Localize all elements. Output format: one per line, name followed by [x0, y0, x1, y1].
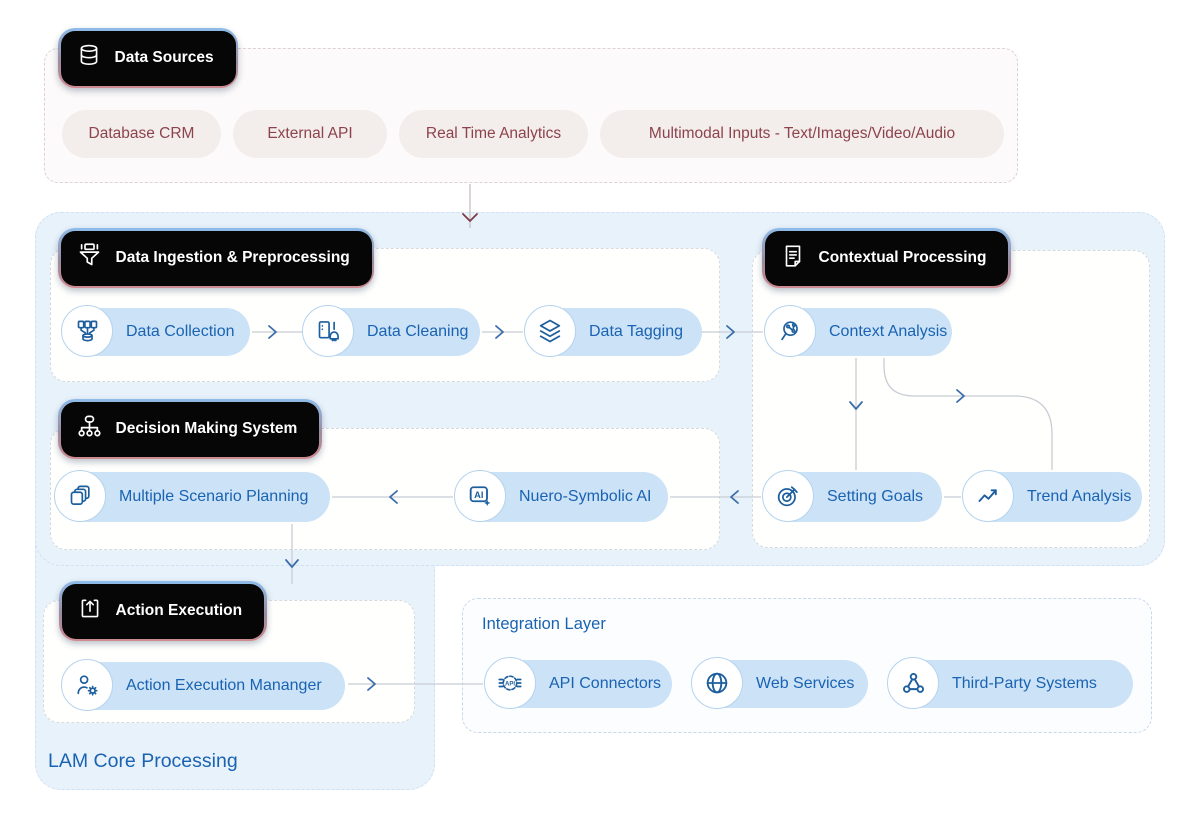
target-icon — [762, 470, 814, 522]
node-trend-analysis: Trend Analysis — [962, 470, 1142, 522]
source-database-crm: Database CRM — [62, 110, 221, 158]
node-third-party-systems: Third-Party Systems — [887, 657, 1133, 709]
ingestion-badge: Data Ingestion & Preprocessing — [58, 228, 375, 288]
node-label: Setting Goals — [827, 488, 924, 505]
database-icon — [76, 43, 102, 74]
node-label: Nuero-Symbolic AI — [519, 488, 652, 505]
svg-text:API: API — [505, 681, 515, 687]
node-label: API Connectors — [549, 675, 662, 692]
node-label: Data Collection — [126, 323, 235, 340]
layers-icon — [524, 305, 576, 357]
source-label: External API — [267, 125, 353, 142]
node-context-analysis: Context Analysis — [764, 305, 952, 357]
data-sources-badge: Data Sources — [58, 28, 239, 88]
node-label: Third-Party Systems — [952, 675, 1097, 692]
node-neuro-symbolic-ai: AI Nuero-Symbolic AI — [454, 470, 668, 522]
node-data-cleaning: Data Cleaning — [302, 305, 480, 357]
upload-icon — [77, 596, 103, 627]
trend-up-icon — [962, 470, 1014, 522]
node-multiple-scenario-planning: Multiple Scenario Planning — [54, 470, 330, 522]
source-external-api: External API — [233, 110, 387, 158]
node-web-services: Web Services — [691, 657, 868, 709]
badge-label: Data Sources — [114, 49, 214, 66]
node-label: Data Cleaning — [367, 323, 469, 340]
node-label: Data Tagging — [589, 323, 683, 340]
funnel-icon — [76, 242, 103, 274]
node-api-connectors: API API Connectors — [484, 657, 672, 709]
network-nodes-icon — [887, 657, 939, 709]
node-action-execution-manager: Action Execution Mananger — [61, 659, 345, 711]
node-label: Multiple Scenario Planning — [119, 488, 309, 505]
source-label: Real Time Analytics — [425, 125, 562, 142]
node-label: Action Execution Mananger — [126, 677, 322, 694]
source-real-time-analytics: Real Time Analytics — [399, 110, 588, 158]
integration-layer-title: Integration Layer — [482, 615, 606, 633]
node-data-collection: Data Collection — [61, 305, 250, 357]
node-data-tagging: Data Tagging — [524, 305, 702, 357]
badge-label: Decision Making System — [115, 420, 298, 437]
badge-label: Action Execution — [115, 602, 243, 619]
node-label: Trend Analysis — [1027, 488, 1132, 505]
node-setting-goals: Setting Goals — [762, 470, 942, 522]
document-icon — [780, 243, 806, 274]
contextual-badge: Contextual Processing — [762, 228, 1011, 288]
api-chip-icon: API — [484, 657, 536, 709]
source-multimodal-inputs: Multimodal Inputs - Text/Images/Video/Au… — [600, 110, 1004, 158]
node-label: Context Analysis — [829, 323, 948, 340]
lam-core-processing-label: LAM Core Processing — [48, 750, 238, 772]
node-label: Web Services — [756, 675, 855, 692]
ai-icon: AI — [454, 470, 506, 522]
data-cleaning-icon — [302, 305, 354, 357]
globe-icon — [691, 657, 743, 709]
user-gear-icon — [61, 659, 113, 711]
context-analysis-icon — [764, 305, 816, 357]
badge-label: Contextual Processing — [818, 249, 987, 266]
badge-label: Data Ingestion & Preprocessing — [115, 249, 350, 266]
source-label: Multimodal Inputs - Text/Images/Video/Au… — [648, 125, 956, 142]
data-collection-icon — [61, 305, 113, 357]
hierarchy-icon — [76, 413, 103, 445]
svg-text:AI: AI — [474, 490, 483, 500]
source-label: Database CRM — [88, 125, 195, 142]
action-badge: Action Execution — [59, 581, 267, 641]
copies-icon — [54, 470, 106, 522]
decision-badge: Decision Making System — [58, 399, 322, 459]
